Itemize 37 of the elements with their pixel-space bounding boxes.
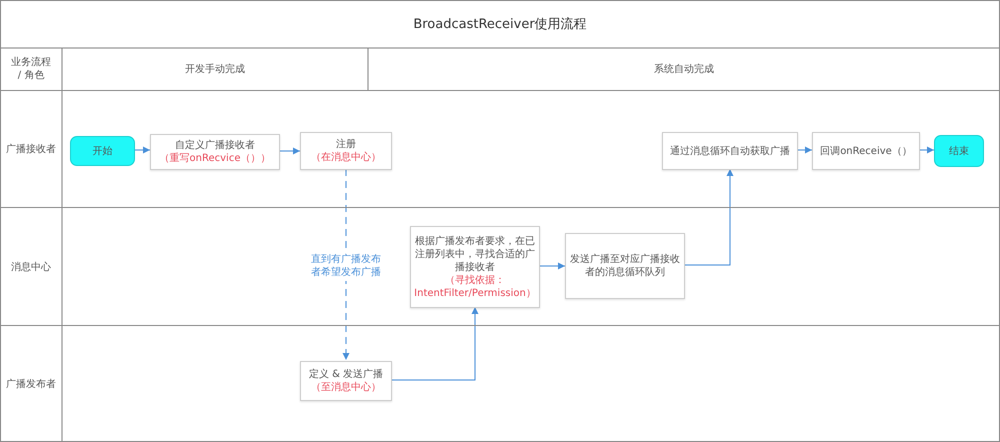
lane-label: 广播发布者	[6, 378, 56, 391]
node-text: 自定义广播接收者	[175, 139, 255, 152]
node-text: 根据广播发布者要求，在已注册列表中，寻找合适的广播接收者	[415, 234, 535, 274]
note-text: （寻找依据：IntentFilter/Permission）	[414, 274, 536, 300]
process-box	[812, 132, 920, 170]
process-box	[662, 132, 798, 170]
process-box	[410, 226, 540, 308]
terminal-box	[70, 136, 135, 166]
process-box	[565, 233, 685, 299]
lane-label: 广播接收者	[6, 142, 56, 156]
process-box	[300, 132, 392, 170]
process-box	[300, 361, 392, 401]
node-text: 注册	[336, 138, 356, 151]
arrow	[134, 146, 150, 154]
node-text: 结束	[949, 144, 969, 158]
process-box	[150, 134, 280, 170]
terminal-box	[934, 135, 984, 167]
arrow	[920, 146, 934, 154]
lane-label: 消息中心	[11, 260, 51, 274]
arrow	[540, 262, 566, 270]
node-text: 通过消息循环自动获取广播	[670, 144, 790, 158]
edge-label: 直到有广播发布者希望发布广播	[310, 250, 382, 280]
role-header: 业务流程 / 角色	[10, 56, 52, 82]
column-header: 系统自动完成	[654, 62, 714, 76]
node-text: 定义 & 发送广播	[308, 368, 384, 381]
arrow	[392, 306, 478, 380]
arrow	[280, 148, 300, 154]
node-text: 开始	[92, 144, 112, 158]
note-text: （至消息中心）	[311, 381, 381, 394]
column-header: 开发手动完成	[185, 62, 245, 76]
arrow	[684, 168, 734, 266]
diagram-title: BroadcastReceiver使用流程	[413, 16, 587, 33]
node-text: 发送广播至对应广播接收者的消息循环队列	[570, 253, 680, 279]
node-text: 回调onReceive（）	[820, 144, 912, 158]
note-text: （重写onRecvice（））	[160, 152, 270, 165]
note-text: （在消息中心）	[311, 151, 381, 164]
arrow	[798, 146, 812, 154]
